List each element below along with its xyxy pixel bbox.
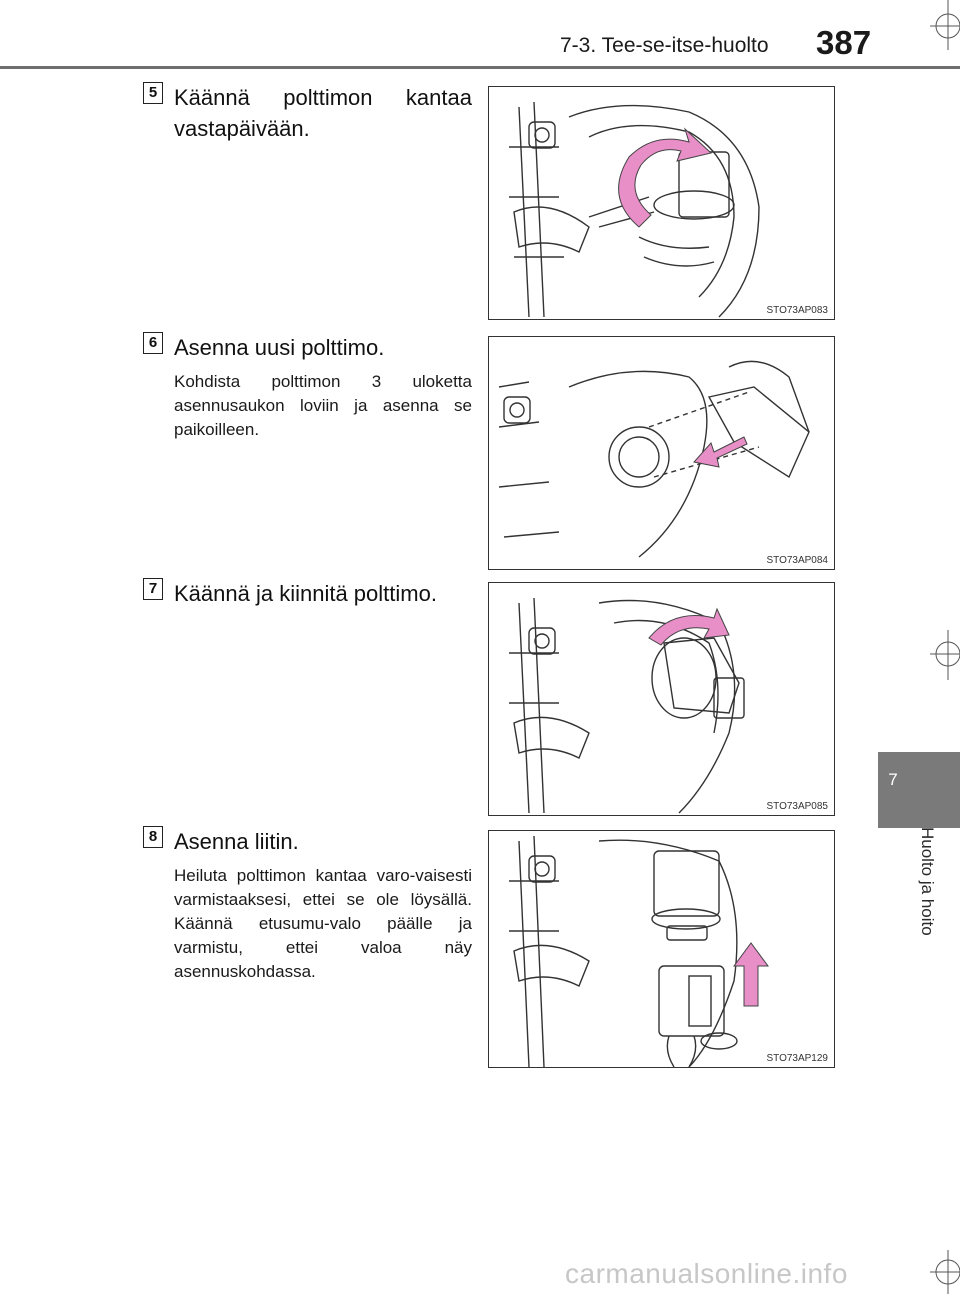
bulb-rotate-illustration — [509, 597, 745, 814]
figure-code: STO73AP084 — [766, 555, 828, 566]
chapter-tab — [878, 752, 960, 828]
step-number-5: 5 — [143, 82, 163, 104]
step-title-8: Asenna liitin. — [174, 829, 299, 854]
insert-arrow-icon — [693, 436, 748, 468]
figure-step-8: STO73AP129 — [488, 830, 835, 1068]
connector-install-illustration — [509, 835, 769, 1067]
rotate-arrow-icon — [618, 127, 713, 228]
bulb-install-illustration — [498, 360, 810, 558]
crop-mark-right-middle — [930, 630, 960, 680]
step-body-6: Kohdista polttimon 3 uloketta asennusauk… — [174, 372, 472, 439]
step-number-8: 8 — [143, 826, 163, 848]
figure-step-5: STO73AP083 — [488, 86, 835, 320]
crop-mark-bottom-right — [930, 1250, 960, 1294]
step-title-6: Asenna uusi polttimo. — [174, 335, 385, 360]
headlight-illustration — [509, 101, 760, 318]
figure-code: STO73AP083 — [766, 305, 828, 316]
rotate-clockwise-arrow-icon — [648, 607, 730, 646]
step-body-8: Heiluta polttimon kantaa varo-vaisesti v… — [174, 866, 472, 981]
chapter-title: Huolto ja hoito — [918, 827, 937, 936]
header-rule — [0, 66, 960, 69]
figure-step-7: STO73AP085 — [488, 582, 835, 816]
step-title-7: Käännä ja kiinnitä polttimo. — [174, 581, 437, 606]
step-number-6: 6 — [143, 332, 163, 354]
figure-step-6: STO73AP084 — [488, 336, 835, 570]
step-title-5: Käännä polttimon kantaa vastapäivään. — [174, 85, 472, 141]
watermark: carmanualsonline.info — [565, 1258, 848, 1289]
crop-mark-top-right — [930, 0, 960, 50]
push-up-arrow-icon — [733, 942, 769, 1007]
section-title: 7-3. Tee-se-itse-huolto — [560, 34, 769, 57]
step-number-7: 7 — [143, 578, 163, 600]
figure-code: STO73AP085 — [766, 801, 828, 812]
page-number: 387 — [816, 24, 872, 61]
chapter-number: 7 — [888, 770, 898, 789]
figure-code: STO73AP129 — [766, 1053, 828, 1064]
